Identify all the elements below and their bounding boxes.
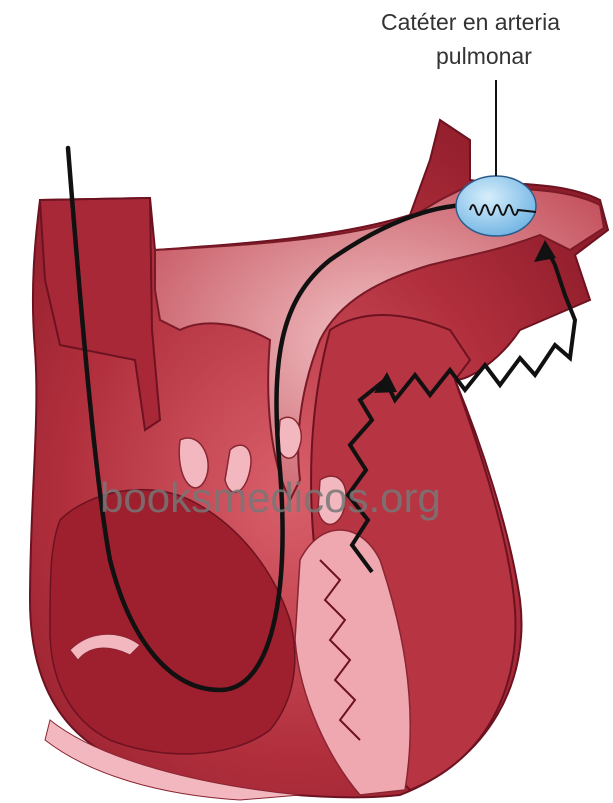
pulmonary-valve (278, 417, 301, 458)
catheter-label-line2: pulmonar (436, 43, 532, 69)
catheter-label-line1: Catéter en arteria (381, 9, 560, 35)
watermark: booksmedicos.org (100, 474, 441, 521)
